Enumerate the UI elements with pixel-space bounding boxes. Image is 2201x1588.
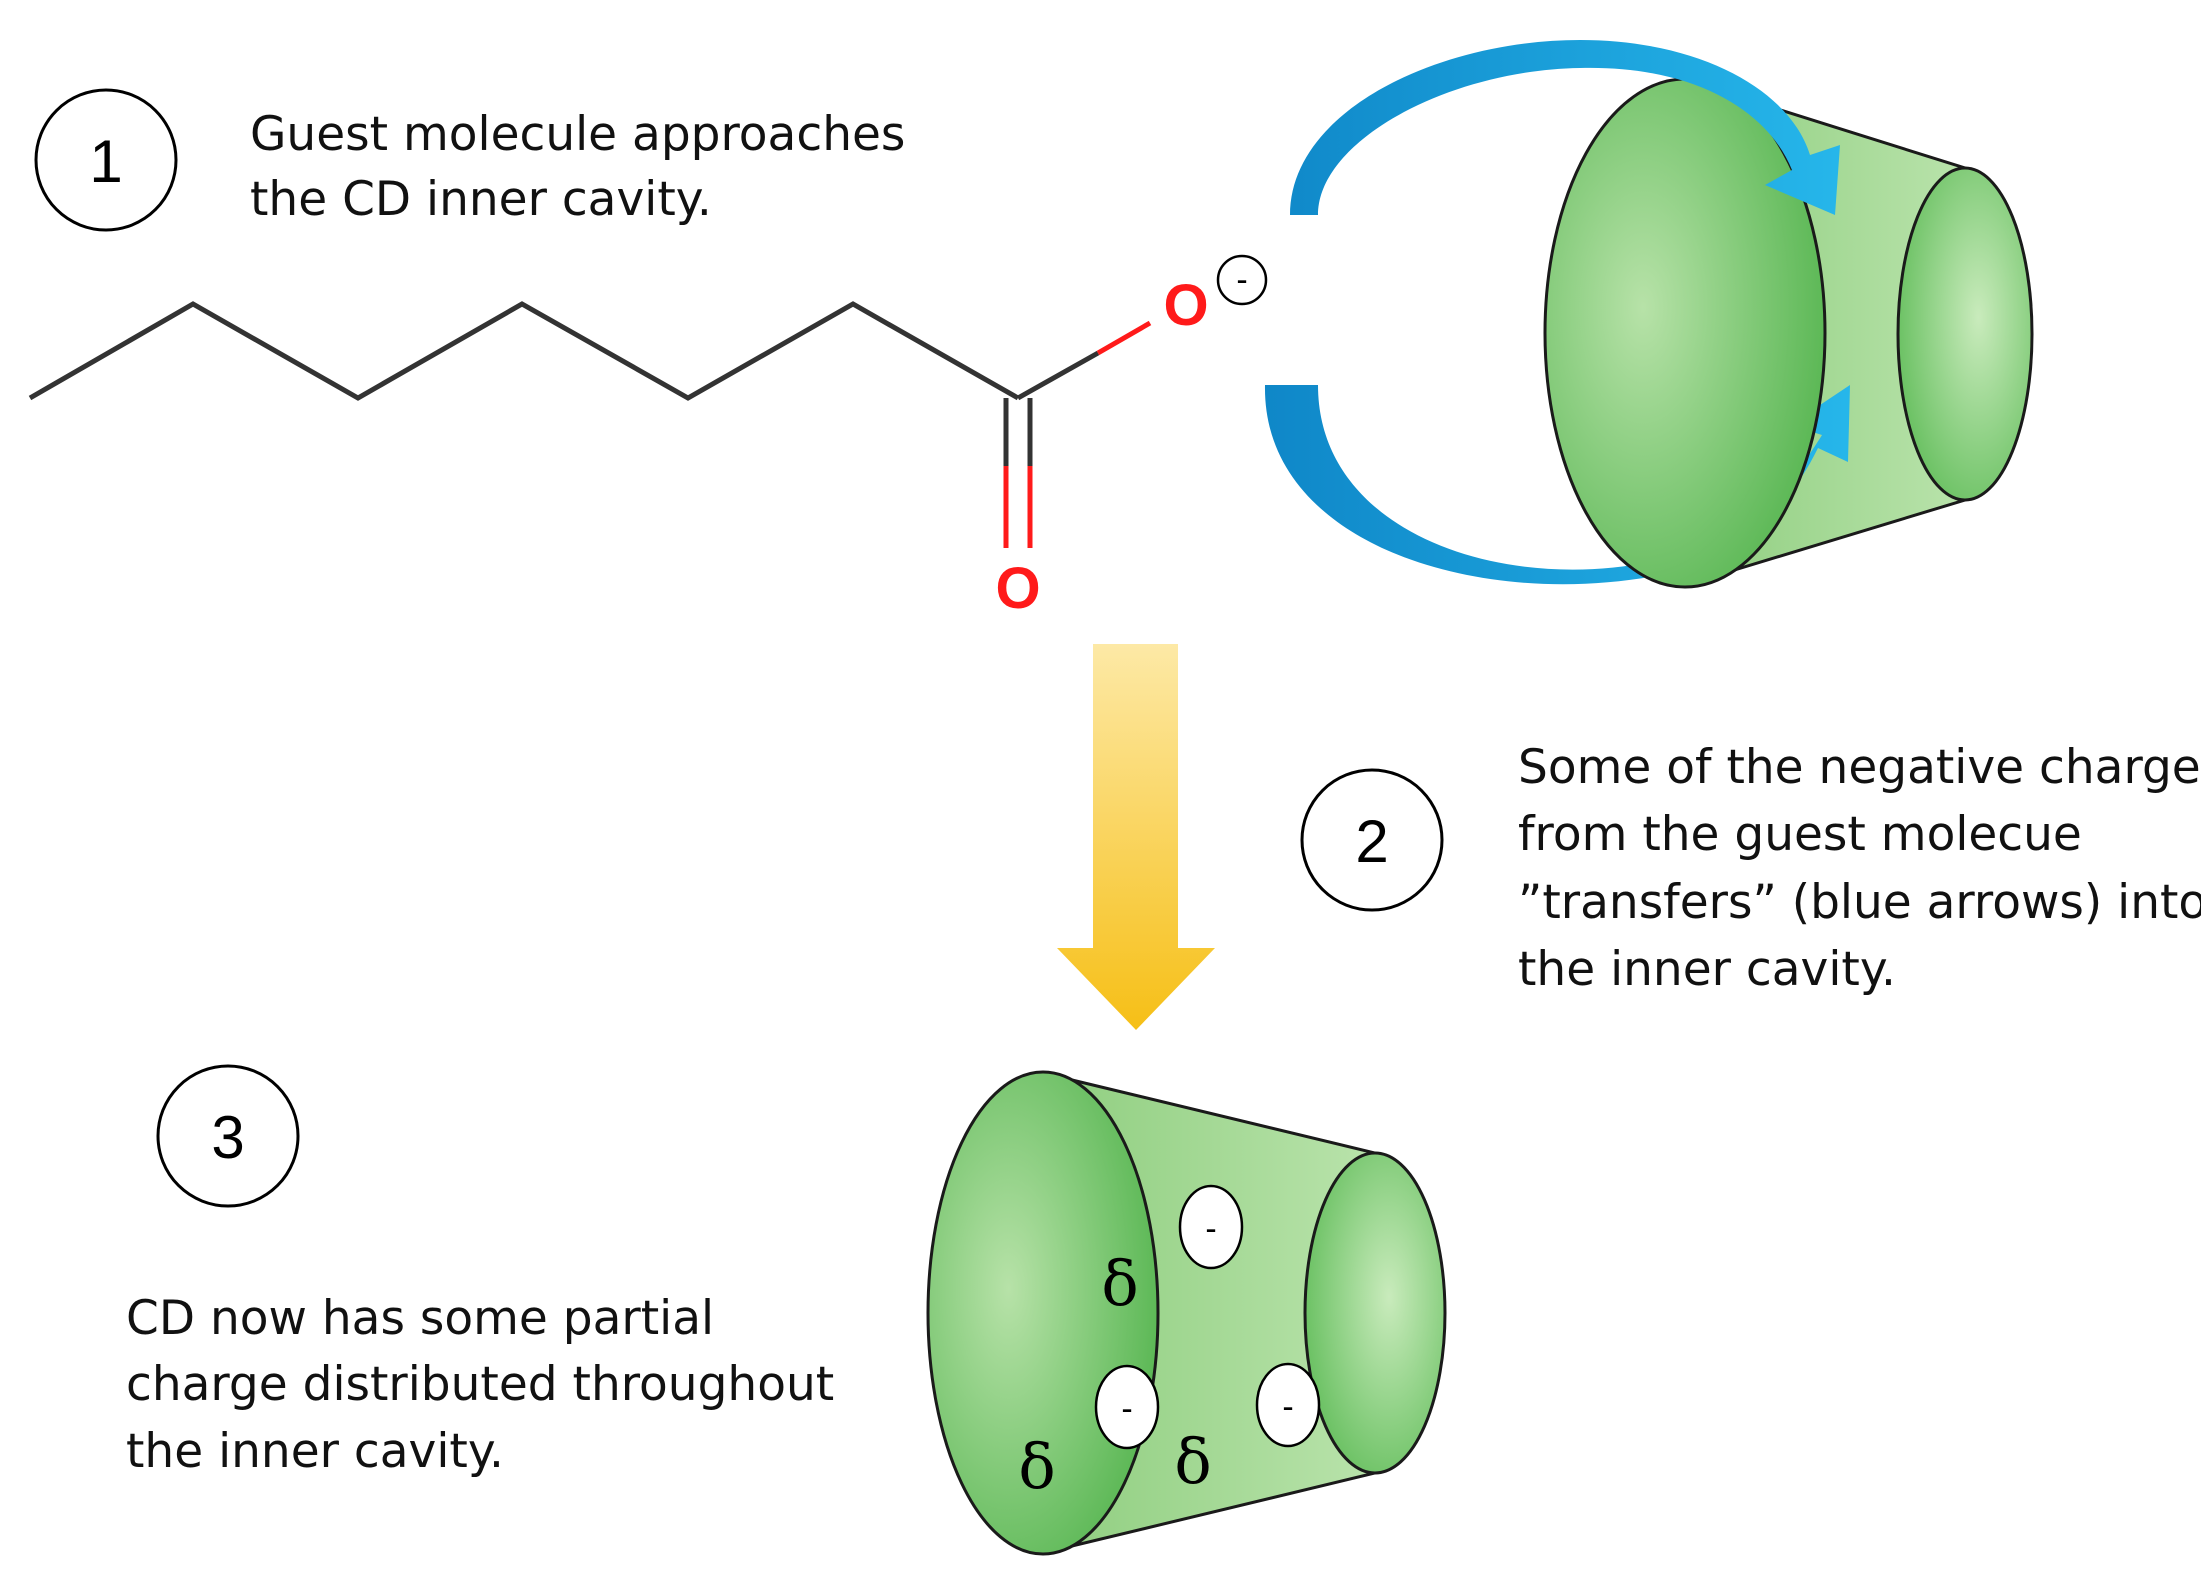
step-1-caption: Guest molecule approaches the CD inner c… (250, 107, 920, 227)
ether-oxygen-label: O (1163, 273, 1208, 338)
c-o-bond (1016, 350, 1100, 401)
step-3-number: 3 (211, 1104, 244, 1171)
partial-charge-1 (1178, 1184, 1244, 1270)
oxygen-negative-charge (1216, 254, 1268, 306)
final-cone-narrow-rim (1303, 1151, 1447, 1475)
step-1: 1 Guest molecule approaches the CD inner… (34, 88, 920, 232)
cone-wide-rim (1543, 77, 1827, 589)
cyclodextrin-top (1260, 40, 2034, 589)
partial-charge-2 (1094, 1364, 1160, 1450)
delta-symbol-1: δ (1101, 1247, 1138, 1320)
step-1-badge (34, 88, 178, 232)
svg-text:-: - (1205, 1210, 1216, 1248)
carbonyl-oxygen-label: O (995, 556, 1040, 621)
step-2: 2 Some of the negative charge from the g… (1300, 740, 2201, 997)
step-2-badge (1300, 768, 1444, 912)
step-1-number: 1 (89, 128, 122, 195)
blue-arrow-top (1260, 40, 1840, 215)
svg-text:-: - (1236, 261, 1247, 299)
final-cone-wide-rim (926, 1070, 1160, 1556)
blue-arrow-bottom (1264, 385, 1850, 585)
svg-text:-: - (1282, 1388, 1293, 1426)
delta-symbol-3: δ (1174, 1425, 1211, 1498)
step-3: 3 CD now has some partial charge distrib… (126, 1064, 849, 1479)
c-o-bond-oxygen-side (1096, 320, 1152, 356)
step-2-caption: Some of the negative charge from the gue… (1518, 740, 2201, 997)
step-3-caption: CD now has some partial charge distribut… (126, 1291, 849, 1479)
cyclodextrin-final: - - - δ δ δ (926, 1070, 1447, 1556)
step-3-badge (156, 1064, 300, 1208)
reaction-arrow (1057, 644, 1215, 1030)
svg-text:-: - (1121, 1390, 1132, 1428)
guest-molecule: O O - (28, 254, 1268, 621)
partial-charge-3 (1255, 1362, 1321, 1448)
cone-narrow-rim (1896, 166, 2034, 502)
step-2-number: 2 (1355, 808, 1388, 875)
delta-symbol-2: δ (1018, 1430, 1055, 1503)
alkyl-chain (28, 301, 1020, 401)
